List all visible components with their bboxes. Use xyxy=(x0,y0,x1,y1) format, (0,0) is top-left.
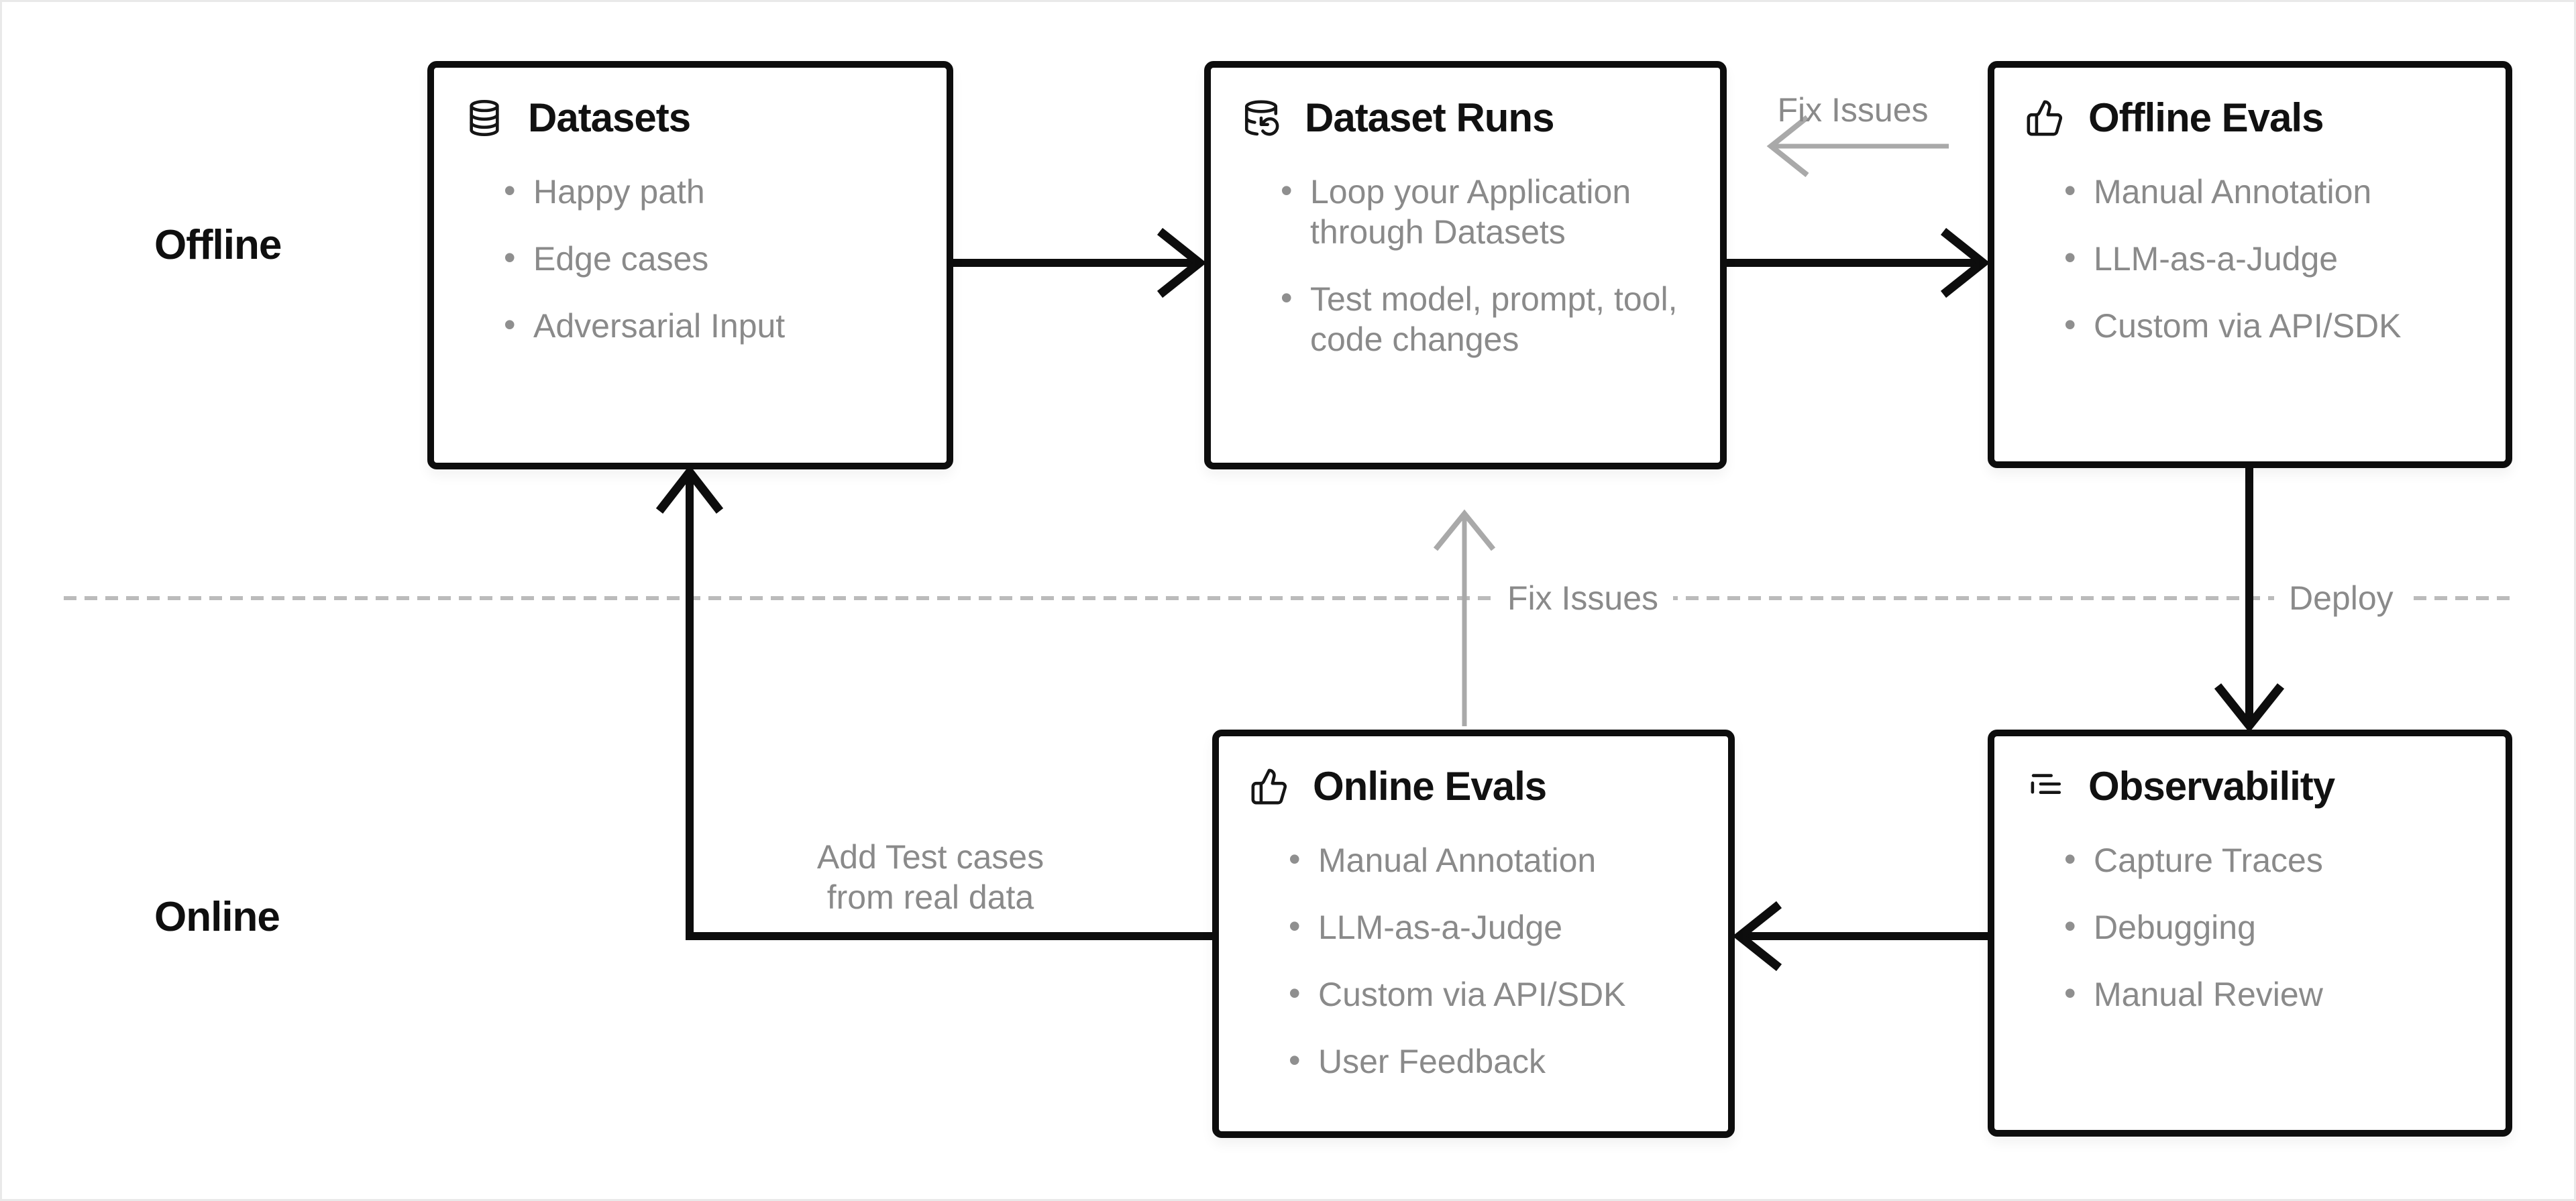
edge-label-add-test-cases: Add Test cases from real data xyxy=(736,837,1125,917)
add-test-cases-line1: Add Test cases xyxy=(816,838,1044,876)
arrow-online-evals-to-datasets xyxy=(655,465,1212,940)
bullet-list: Capture TracesDebuggingManual Review xyxy=(2025,839,2485,1015)
bullet-list: Happy pathEdge casesAdversarial Input xyxy=(465,170,926,346)
database-icon xyxy=(465,99,504,137)
bullet-item: LLM-as-a-Judge xyxy=(1289,906,1708,948)
database-refresh-icon xyxy=(1242,99,1281,137)
node-online-evals: Online Evals Manual AnnotationLLM-as-a-J… xyxy=(1212,730,1735,1138)
node-observability: Observability Capture TracesDebuggingMan… xyxy=(1988,730,2512,1137)
section-label-offline: Offline xyxy=(154,222,282,268)
node-offline-evals: Offline Evals Manual AnnotationLLM-as-a-… xyxy=(1988,61,2512,468)
node-title: Observability xyxy=(2088,764,2335,809)
bullet-item: Happy path xyxy=(504,170,926,212)
bullet-item: Manual Annotation xyxy=(1289,839,1708,880)
arrow-datasets-to-dataset-runs xyxy=(953,227,1207,298)
bullet-item: Edge cases xyxy=(504,237,926,279)
edge-label-deploy: Deploy xyxy=(2274,578,2408,618)
bullet-item: User Feedback xyxy=(1289,1040,1708,1082)
thumbs-up-icon xyxy=(2025,99,2064,137)
bullet-item: Debugging xyxy=(2064,906,2485,948)
node-title: Offline Evals xyxy=(2088,95,2324,140)
arrow-observability-to-online-evals xyxy=(1732,901,1988,972)
list-tree-icon xyxy=(2025,767,2064,806)
bullet-item: Loop your Application through Datasets xyxy=(1281,170,1700,252)
bullet-list: Manual AnnotationLLM-as-a-JudgeCustom vi… xyxy=(2025,170,2485,346)
bullet-item: Adversarial Input xyxy=(504,304,926,346)
node-title: Dataset Runs xyxy=(1305,95,1554,140)
bullet-item: Capture Traces xyxy=(2064,839,2485,880)
arrow-fix-issues-top xyxy=(1766,115,1949,178)
node-datasets: Datasets Happy pathEdge casesAdversarial… xyxy=(427,61,953,469)
add-test-cases-line2: from real data xyxy=(826,878,1034,916)
bullet-item: Custom via API/SDK xyxy=(2064,304,2485,346)
arrow-fix-issues-middle xyxy=(1433,509,1496,726)
edge-label-fix-issues-middle: Fix Issues xyxy=(1493,578,1674,618)
bullet-item: Manual Annotation xyxy=(2064,170,2485,212)
bullet-item: Test model, prompt, tool, code changes xyxy=(1281,278,1700,359)
arrow-offline-evals-to-observability xyxy=(2214,468,2285,733)
bullet-list: Manual AnnotationLLM-as-a-JudgeCustom vi… xyxy=(1250,839,1708,1082)
edge-label-fix-issues-top: Fix Issues xyxy=(1777,91,1929,129)
thumbs-up-icon xyxy=(1250,767,1289,806)
arrow-dataset-runs-to-offline-evals xyxy=(1727,227,1990,298)
node-dataset-runs: Dataset Runs Loop your Application throu… xyxy=(1204,61,1727,469)
node-title: Online Evals xyxy=(1313,764,1547,809)
node-title: Datasets xyxy=(528,95,691,140)
bullet-item: Manual Review xyxy=(2064,973,2485,1015)
section-label-online: Online xyxy=(154,894,280,940)
bullet-list: Loop your Application through DatasetsTe… xyxy=(1242,170,1700,359)
bullet-item: Custom via API/SDK xyxy=(1289,973,1708,1015)
bullet-item: LLM-as-a-Judge xyxy=(2064,237,2485,279)
